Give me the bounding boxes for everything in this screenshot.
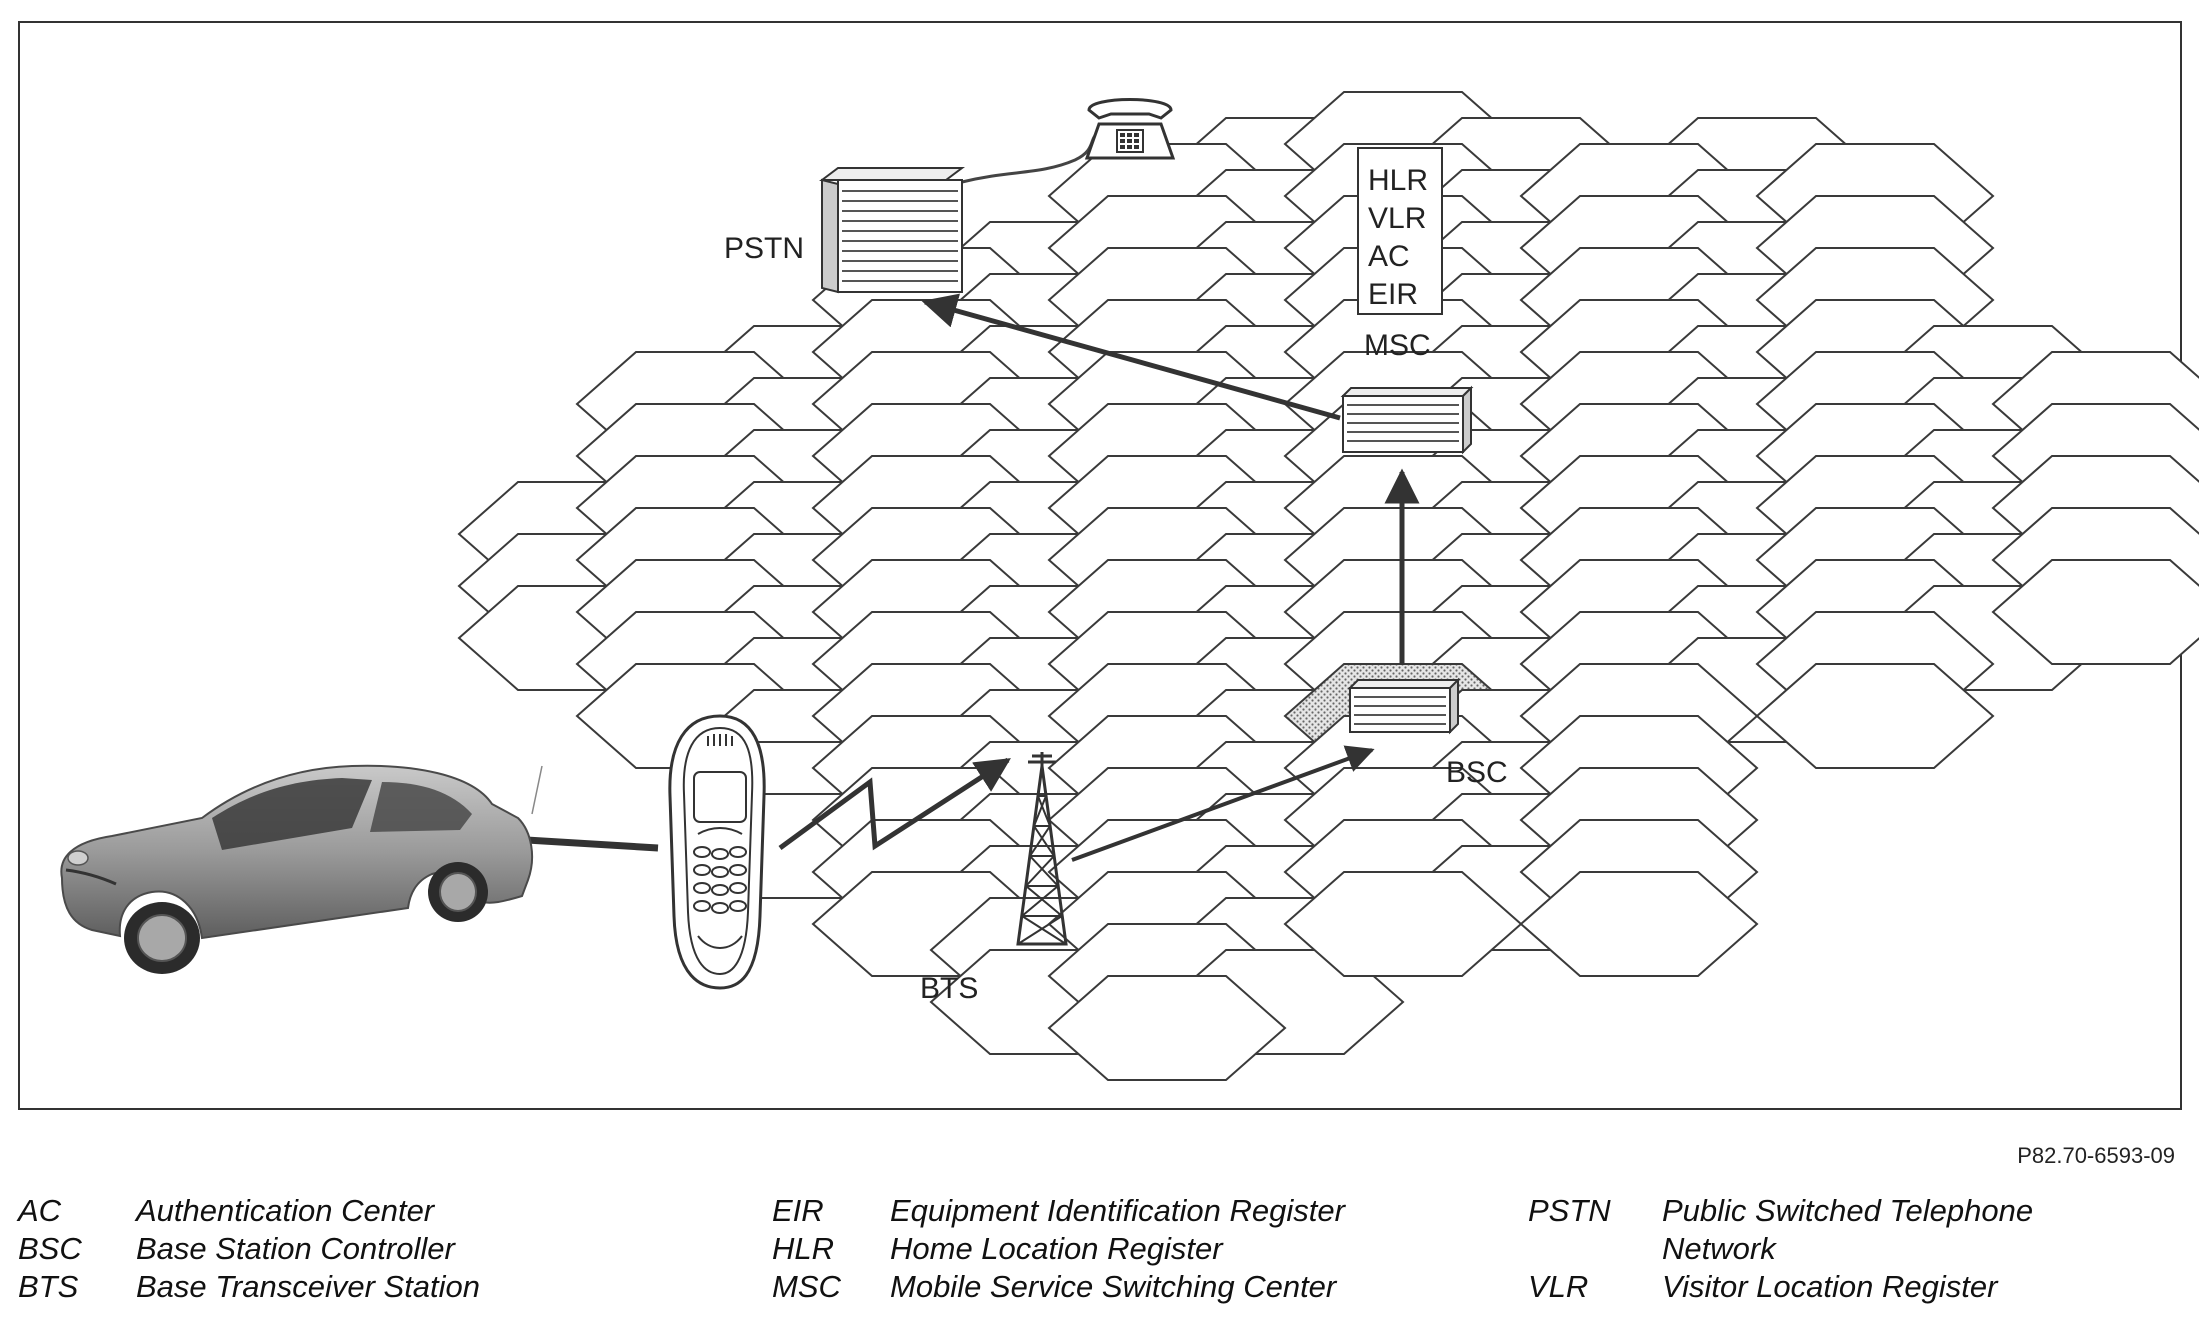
legend-definition: Home Location Register <box>890 1231 1223 1266</box>
legend-abbr: BSC <box>18 1231 82 1266</box>
legend-definition: Public Switched Telephone <box>1662 1193 2034 1228</box>
legend-abbr: MSC <box>772 1269 841 1304</box>
network-cell <box>1047 975 1287 1081</box>
register-label-vlr: VLR <box>1368 202 1426 235</box>
car-icon <box>60 764 543 974</box>
network-cell <box>1519 871 1759 977</box>
figure-reference: P82.70-6593-09 <box>2017 1143 2175 1168</box>
server-rack-icon <box>819 167 965 294</box>
bts-to-bsc-arrow <box>1071 745 1375 862</box>
legend-definition: Mobile Service Switching Center <box>890 1269 1337 1304</box>
register-label-ac: AC <box>1368 240 1410 273</box>
register-label-eir: EIR <box>1368 278 1418 311</box>
legend-definition: Base Station Controller <box>136 1231 455 1266</box>
cell-honeycomb <box>457 91 2199 1081</box>
legend-abbr: VLR <box>1528 1269 1589 1304</box>
legend-abbr: PSTN <box>1528 1193 1611 1228</box>
legend-definition: Authentication Center <box>136 1193 435 1228</box>
mobile-phone-icon <box>668 714 766 990</box>
desk-telephone-icon <box>1084 98 1176 160</box>
legend-abbr: BTS <box>18 1269 79 1304</box>
legend-definition: Network <box>1662 1231 1776 1266</box>
server-rack-icon <box>1340 385 1474 455</box>
register-label-hlr: HLR <box>1368 164 1428 197</box>
transmission-tower-icon <box>1016 752 1068 946</box>
bsc-label: BSC <box>1446 756 1508 789</box>
msc-label: MSC <box>1364 329 1431 362</box>
network-cell <box>1755 663 1995 769</box>
bts-label: BTS <box>920 972 978 1005</box>
msc-to-pstn-arrow <box>921 293 1341 421</box>
legend-definition: Base Transceiver Station <box>136 1269 481 1304</box>
radio-link-zigzag <box>778 757 1011 851</box>
legend-abbr: EIR <box>772 1193 824 1228</box>
legend-abbr: AC <box>18 1193 62 1228</box>
network-cell <box>1991 559 2199 665</box>
legend-abbr: HLR <box>772 1231 835 1266</box>
register-box: HLR VLR AC EIR <box>1357 147 1443 315</box>
server-rack-icon <box>1347 677 1461 735</box>
pstn-label: PSTN <box>724 232 804 265</box>
legend-definition: Equipment Identification Register <box>890 1193 1345 1228</box>
legend-definition: Visitor Location Register <box>1662 1269 1998 1304</box>
gsm-network-diagram: HLR VLR AC EIR <box>18 21 2199 1110</box>
